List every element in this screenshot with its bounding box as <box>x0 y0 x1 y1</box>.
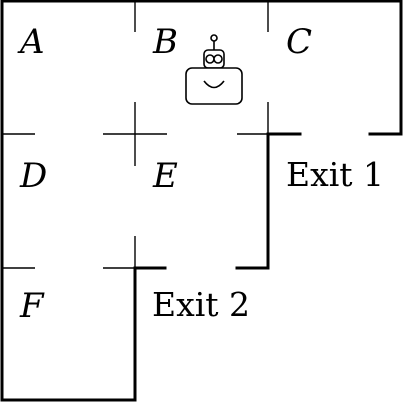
room-label-f: F <box>19 286 45 326</box>
robot-eye-right <box>213 54 223 64</box>
robot-smile <box>203 80 225 89</box>
room-labels: A B C D E F <box>17 22 312 326</box>
robot-icon <box>185 34 243 105</box>
room-label-c: C <box>286 22 312 62</box>
exit-1-label: Exit 1 <box>286 155 384 194</box>
exit-labels: Exit 1 Exit 2 <box>152 155 384 324</box>
room-label-d: D <box>19 156 47 196</box>
room-label-b: B <box>152 22 178 62</box>
robot-antenna-tip <box>210 34 218 42</box>
room-boundary-ticks <box>2 0 269 269</box>
robot-eye-left <box>205 54 215 64</box>
room-label-a: A <box>17 22 45 62</box>
exit-2-label: Exit 2 <box>152 285 250 324</box>
room-label-e: E <box>152 156 178 196</box>
